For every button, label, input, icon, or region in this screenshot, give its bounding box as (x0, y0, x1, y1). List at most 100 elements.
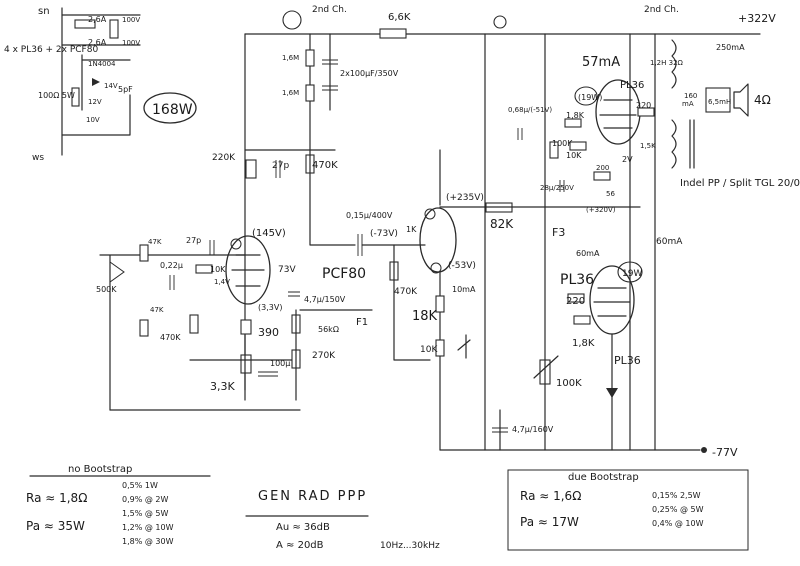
pcf80-tube (225, 235, 271, 305)
i57-label: 57mA (582, 55, 620, 70)
heater-r2-label: 100V (122, 39, 140, 47)
speaker-label: 4Ω (754, 93, 771, 107)
r33k (240, 354, 252, 374)
dropper-resistor (379, 28, 407, 39)
r270k-label: 270K (312, 351, 336, 361)
hv-rail: 2nd Ch. 6,6K 2nd Ch. +322V 250mA 1,6M 1,… (244, 5, 776, 391)
r100k-a (549, 141, 559, 159)
heater-v12-label: 12V (88, 98, 102, 106)
heater-v14-label: 14V (104, 82, 118, 90)
heater-r1-label: 100V (122, 16, 140, 24)
hv-minus-label: -77V (712, 446, 738, 459)
output-stage: 57mA (19W) PL36 0,68μ/(-51V) 1,8K 100K 1… (484, 33, 800, 451)
input-stage: 500K 47K 47K 0,22μ 10K 27p (145V) 73V 1,… (96, 149, 641, 451)
pin-circle (424, 208, 436, 220)
speaker-inductor-box (705, 87, 731, 113)
speaker-icon (733, 83, 749, 117)
center-gain-1: Au ≈ 36dB (276, 522, 330, 533)
center-title-block: GEN RAD PPP Au ≈ 36dB A ≈ 20dB 10Hz...30… (245, 489, 440, 551)
c27p-in-label: 27p (186, 236, 201, 245)
heater-cap-1 (74, 19, 96, 29)
r10k-b (435, 339, 445, 357)
left-row: 1,2% @ 10W (122, 523, 174, 532)
pl36-bottom-label: PL36 (560, 272, 594, 288)
right-table-box (507, 469, 749, 551)
v73n-label: (-73V) (370, 229, 398, 239)
pl36-bottom-label-2: PL36 (614, 354, 641, 367)
connector-circle (282, 10, 302, 30)
r390-label: 390 (258, 326, 279, 339)
c015-label: 0,15μ/400V (346, 211, 393, 220)
left-row: 0,5% 1W (122, 481, 158, 490)
center-freq: 10Hz...30kHz (380, 541, 440, 551)
heater-c2-label: 2,6A (88, 38, 107, 47)
note-2nd-ch-right: 2nd Ch. (644, 5, 679, 15)
input-pot-symbol (109, 261, 125, 283)
connector-circle-2 (493, 15, 507, 29)
cap-56-label: 56 (606, 190, 615, 198)
r470k-input (189, 314, 199, 334)
heater-r100-label: 100Ω 5W (38, 91, 75, 100)
r16m-b-label: 1,6M (282, 89, 299, 97)
r220k (245, 159, 257, 179)
right-ra-label: Ra ≈ 1,6Ω (520, 489, 581, 503)
c28-label: 28μ/250V (540, 184, 574, 192)
left-row: 1,5% @ 5W (122, 509, 169, 518)
r18k-b (573, 315, 591, 325)
v73-label: 73V (278, 265, 296, 275)
pin-circle (430, 262, 442, 274)
heater-res-100 (71, 87, 80, 107)
c068-label: 0,68μ/(-51V) (508, 106, 552, 114)
r1k-label: 1K (406, 225, 417, 234)
heater-c1-label: 2,6A (88, 15, 107, 24)
table-no-bootstrap: no Bootstrap Ra ≈ 1,8Ω Pa ≈ 35W 0,5% 1W … (26, 464, 211, 546)
r200 (593, 171, 611, 181)
right-row: 0,15% 2,5W (652, 491, 701, 500)
i10-label: 10mA (452, 285, 476, 294)
r220-b (567, 293, 585, 303)
pcf80-label: PCF80 (322, 266, 366, 282)
r470k-input-label: 470K (160, 333, 181, 342)
r47k-a (139, 244, 149, 262)
hv-plus-label: +322V (738, 12, 776, 25)
pl36-top-label: PL36 (620, 80, 644, 91)
neg-terminal (701, 447, 707, 453)
r100k-a-label: 100K (552, 139, 573, 148)
r10k-b-label: 10K (420, 345, 438, 355)
r18k-a (564, 118, 582, 128)
r18k-b-label: 1,8K (572, 338, 595, 349)
v145-label: (145V) (252, 228, 286, 239)
heater-tubes-label: 4 x PL36 + 2x PCF80 (4, 45, 98, 55)
fb-f3-label: F3 (552, 226, 565, 239)
pcf80-triode-2 (419, 207, 457, 273)
r160-label: 160 (684, 92, 697, 100)
heater-power-badge (143, 92, 197, 124)
supply-cap-label: 2x100μF/350V (340, 69, 399, 78)
v2-label: 2V (622, 155, 633, 164)
r220-b-label: 220 (566, 296, 585, 307)
v235-label: (+235V) (446, 193, 484, 203)
r47k-b (139, 319, 149, 337)
center-title: GEN RAD PPP (258, 489, 367, 504)
pwr-top-label: (19W) (578, 93, 602, 102)
r10k-s-label: 10K (566, 151, 582, 160)
heater-res-1 (109, 19, 119, 39)
c022-label: 0,22μ (160, 261, 183, 270)
heater-diode-label: 1N4004 (88, 60, 116, 68)
left-ra-label: Ra ≈ 1,8Ω (26, 491, 87, 505)
left-row: 0,9% @ 2W (122, 495, 169, 504)
i60-label: 60mA (656, 237, 683, 247)
right-table-title: due Bootstrap (568, 472, 639, 483)
r220-a-label: 220 (636, 101, 651, 110)
r16m-a-label: 1,6M (282, 54, 299, 62)
r47k-a-label: 47K (148, 238, 162, 246)
pin-circle (230, 238, 242, 250)
tech-label-sn: sn (38, 6, 50, 17)
neg-rail: -77V (109, 409, 738, 459)
heater-v10-label: 10V (86, 116, 100, 124)
speaker-inductor-label: 6,5mH (708, 98, 731, 106)
r200-label: 200 (596, 164, 609, 172)
table-bootstrap: due Bootstrap Ra ≈ 1,6Ω Pa ≈ 17W 0,15% 2… (507, 469, 749, 551)
r16m-a (305, 49, 315, 67)
